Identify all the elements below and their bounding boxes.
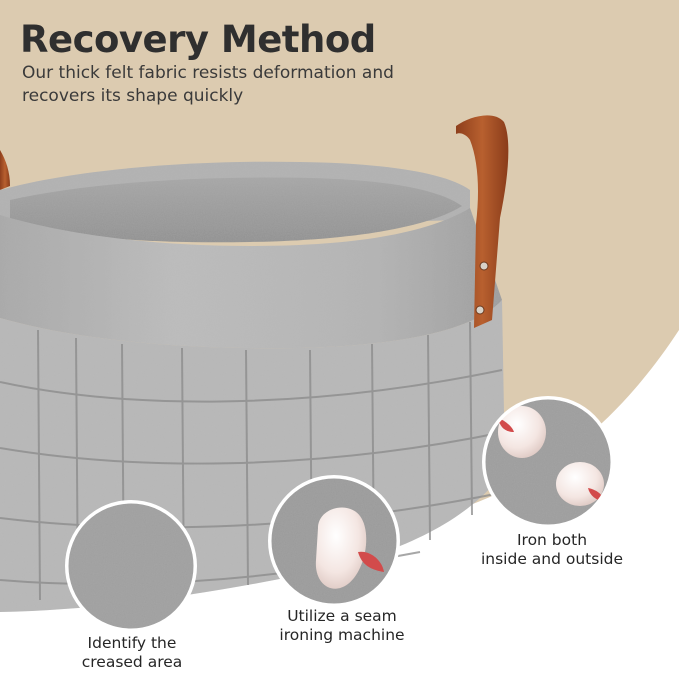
step-3-caption-line-1: Iron both [516,531,588,549]
step-2-caption-line-2: ironing machine [279,626,405,644]
left-handle [0,150,10,190]
step-2-caption-line-1: Utilize a seam [287,607,397,625]
step-3-caption-line-2: inside and outside [480,550,624,568]
page-subtitle: Our thick felt fabric resists deformatio… [22,62,442,108]
page-title: Recovery Method [20,18,376,61]
handle-rivet-bottom [475,305,485,315]
basket-upper-band [0,208,502,349]
handle-rivet-top [479,261,489,271]
step-1-caption: Identify the creased area [52,634,212,672]
step-3-caption: Iron both inside and outside [462,531,642,569]
step-3-two-seam-irons [482,396,614,528]
step-2-caption: Utilize a seam ironing machine [252,607,432,645]
subtitle-line-1: Our thick felt fabric resists deformatio… [22,63,394,83]
subtitle-line-2: recovers its shape quickly [22,86,244,106]
right-handle [456,115,509,328]
basket-inner [10,177,462,243]
step-1-felt-closeup [65,500,197,632]
step-2-seam-iron [268,475,400,607]
step-1-caption-line-1: Identify the [87,634,177,652]
step-1-caption-line-2: creased area [81,653,183,671]
